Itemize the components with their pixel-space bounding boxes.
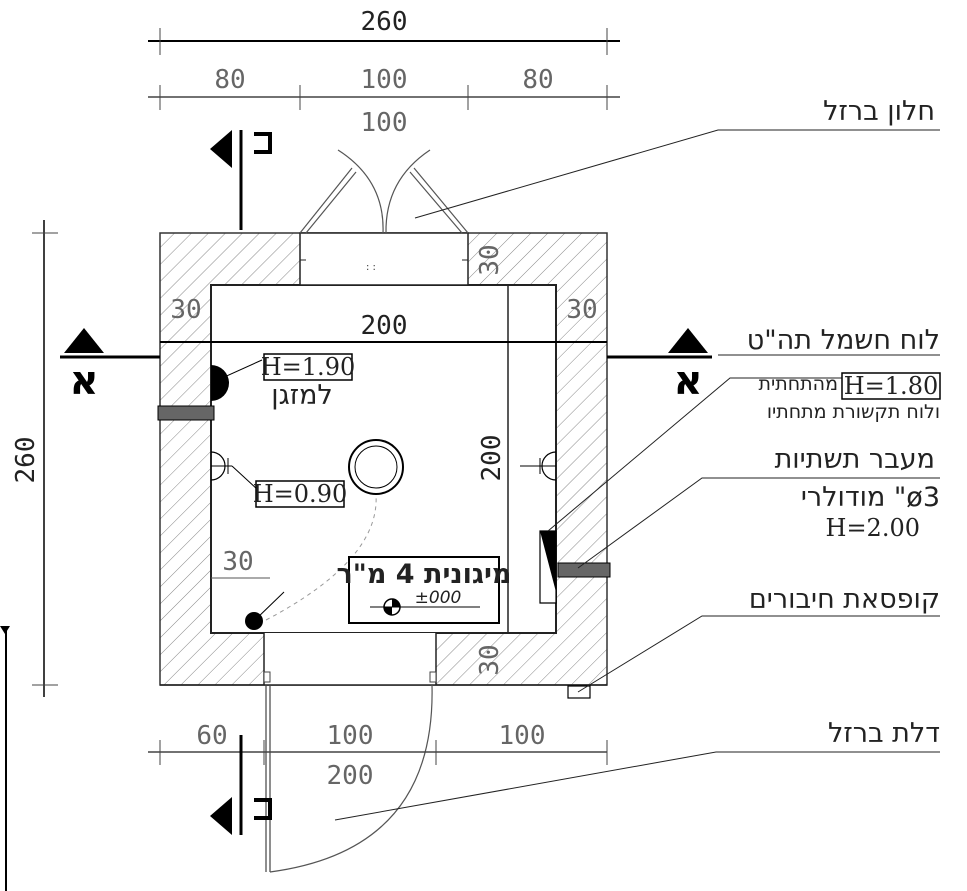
panel-height-box <box>841 372 941 400</box>
conduit-height: H=2.00 <box>826 514 920 542</box>
label-conduit-pass: מעבר תשתיות <box>775 444 935 475</box>
dim-top-left: 80 <box>214 65 245 95</box>
area-label-box <box>348 556 500 624</box>
top-dimensions <box>148 28 620 110</box>
dim-left-overall: 260 <box>11 437 41 484</box>
ac-label: למזגן <box>271 380 333 411</box>
label-modular: מודולרי "ø3 <box>801 482 940 513</box>
edge-marker <box>0 626 10 891</box>
dim-bottom-right: 100 <box>499 721 546 751</box>
dim-inner-width: 200 <box>361 311 408 341</box>
dim-top-right: 80 <box>522 65 553 95</box>
svg-text:: :: : : <box>366 262 376 273</box>
label-electric-panel: לוח חשמל תה"ט <box>747 325 940 356</box>
dim-top-mid: 100 <box>361 65 408 95</box>
dim-inner-height: 200 <box>477 435 507 482</box>
dim-bottom-overall: 200 <box>327 761 374 791</box>
left-dimension <box>32 220 58 697</box>
dim-door-offset: 30 <box>222 547 253 577</box>
dim-window-width: 100 <box>361 108 408 138</box>
area-label: מיגונית 4 מ"ר <box>337 559 512 590</box>
label-panel-second-line: ולוח תקשורת מתחתיו <box>767 401 940 423</box>
dim-wall-top-right: 30 <box>475 244 505 275</box>
section-marker-top <box>210 130 272 230</box>
left-wall-vent <box>157 405 215 421</box>
section-marker-right: א <box>607 328 712 404</box>
section-label-right: א <box>673 358 702 404</box>
junction-box-shape <box>567 685 591 699</box>
dim-wall-bottom-right: 30 <box>475 644 505 675</box>
ac-height: H=1.90 <box>261 353 355 381</box>
label-iron-door: דלת ברזל <box>828 718 940 749</box>
outlet-height: H=0.90 <box>253 480 347 508</box>
right-wall-conduit <box>557 562 611 578</box>
leader-lines <box>334 129 940 821</box>
dim-top-overall: 260 <box>361 7 408 37</box>
dim-bottom-left: 60 <box>196 721 227 751</box>
section-label-left: א <box>69 358 98 404</box>
panel-bottom-prefix: מהתחתית <box>759 373 838 395</box>
bottom-dimensions <box>148 740 608 765</box>
level-value: ±000 <box>415 588 462 608</box>
window-opening: : : <box>299 149 469 286</box>
section-marker-bottom <box>210 735 272 835</box>
outlet-height-box <box>255 480 345 508</box>
dim-wall-left: 30 <box>170 295 201 325</box>
ac-height-box <box>263 353 353 381</box>
label-iron-window: חלון ברזל <box>823 96 935 127</box>
dim-wall-right: 30 <box>566 295 597 325</box>
dim-bottom-mid: 100 <box>327 721 374 751</box>
section-marker-left: א <box>60 328 160 404</box>
door-opening <box>160 633 607 873</box>
ac-outlet-icon <box>211 365 229 401</box>
label-junction-box: קופסאת חיבורים <box>749 584 940 615</box>
panel-height: H=1.80 <box>844 372 938 400</box>
